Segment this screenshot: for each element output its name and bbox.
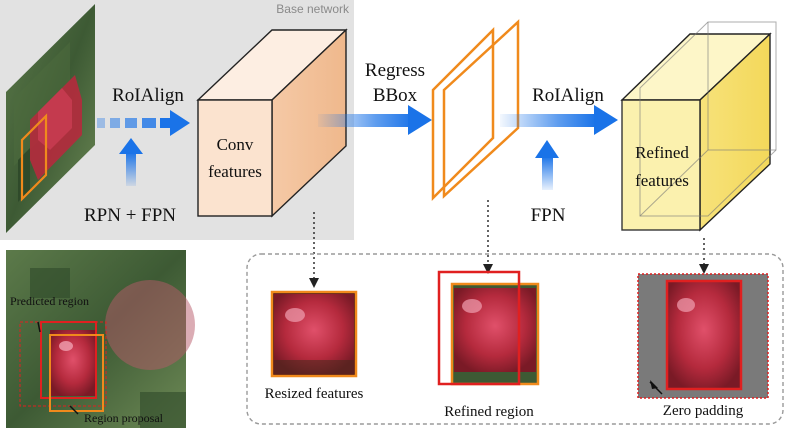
regress-arrow: [318, 105, 432, 135]
refined-features-cuboid: [620, 21, 777, 232]
roialign-label-1: RoIAlign: [112, 85, 184, 106]
rpn-up-arrow: [119, 138, 143, 186]
resized-features-thumb: [270, 290, 358, 378]
regress-label-line1: Regress: [365, 60, 425, 81]
rpn-fpn-label: RPN + FPN: [84, 205, 176, 226]
inset-predicted-label: Predicted region: [10, 294, 89, 308]
fpn-label: FPN: [531, 205, 566, 226]
roialign-label-2: RoIAlign: [532, 85, 604, 106]
inset-proposal-label: Region proposal: [84, 411, 164, 425]
roialign-arrow-2: [500, 105, 618, 135]
connector-head-1: [309, 278, 319, 288]
caption-zero-padding: Zero padding: [663, 403, 744, 419]
connector-head-2: [483, 264, 493, 274]
caption-refined-region: Refined region: [444, 404, 534, 420]
refined-label-line2: features: [635, 171, 689, 190]
input-proposal-box: [20, 113, 48, 202]
regressed-regions: [431, 19, 520, 202]
inset-photo: [6, 250, 195, 428]
connector-head-3: [699, 264, 709, 274]
zero-padding-thumb: [637, 273, 769, 399]
caption-resized: Resized features: [265, 386, 364, 402]
conv-features-cuboid: [196, 28, 348, 218]
fpn-up-arrow: [535, 140, 559, 190]
refined-region-thumb: [437, 270, 540, 386]
detail-panel: [246, 253, 784, 425]
input-image: [6, 4, 95, 233]
dotted-connectors: [313, 200, 705, 280]
roialign-arrow-1: [97, 110, 190, 136]
regress-label-line2: BBox: [373, 85, 418, 106]
conv-label-line1: Conv: [217, 135, 254, 154]
base-network-label: Base network: [276, 2, 350, 16]
refined-label-line1: Refined: [635, 143, 689, 162]
conv-label-line2: features: [208, 162, 262, 181]
